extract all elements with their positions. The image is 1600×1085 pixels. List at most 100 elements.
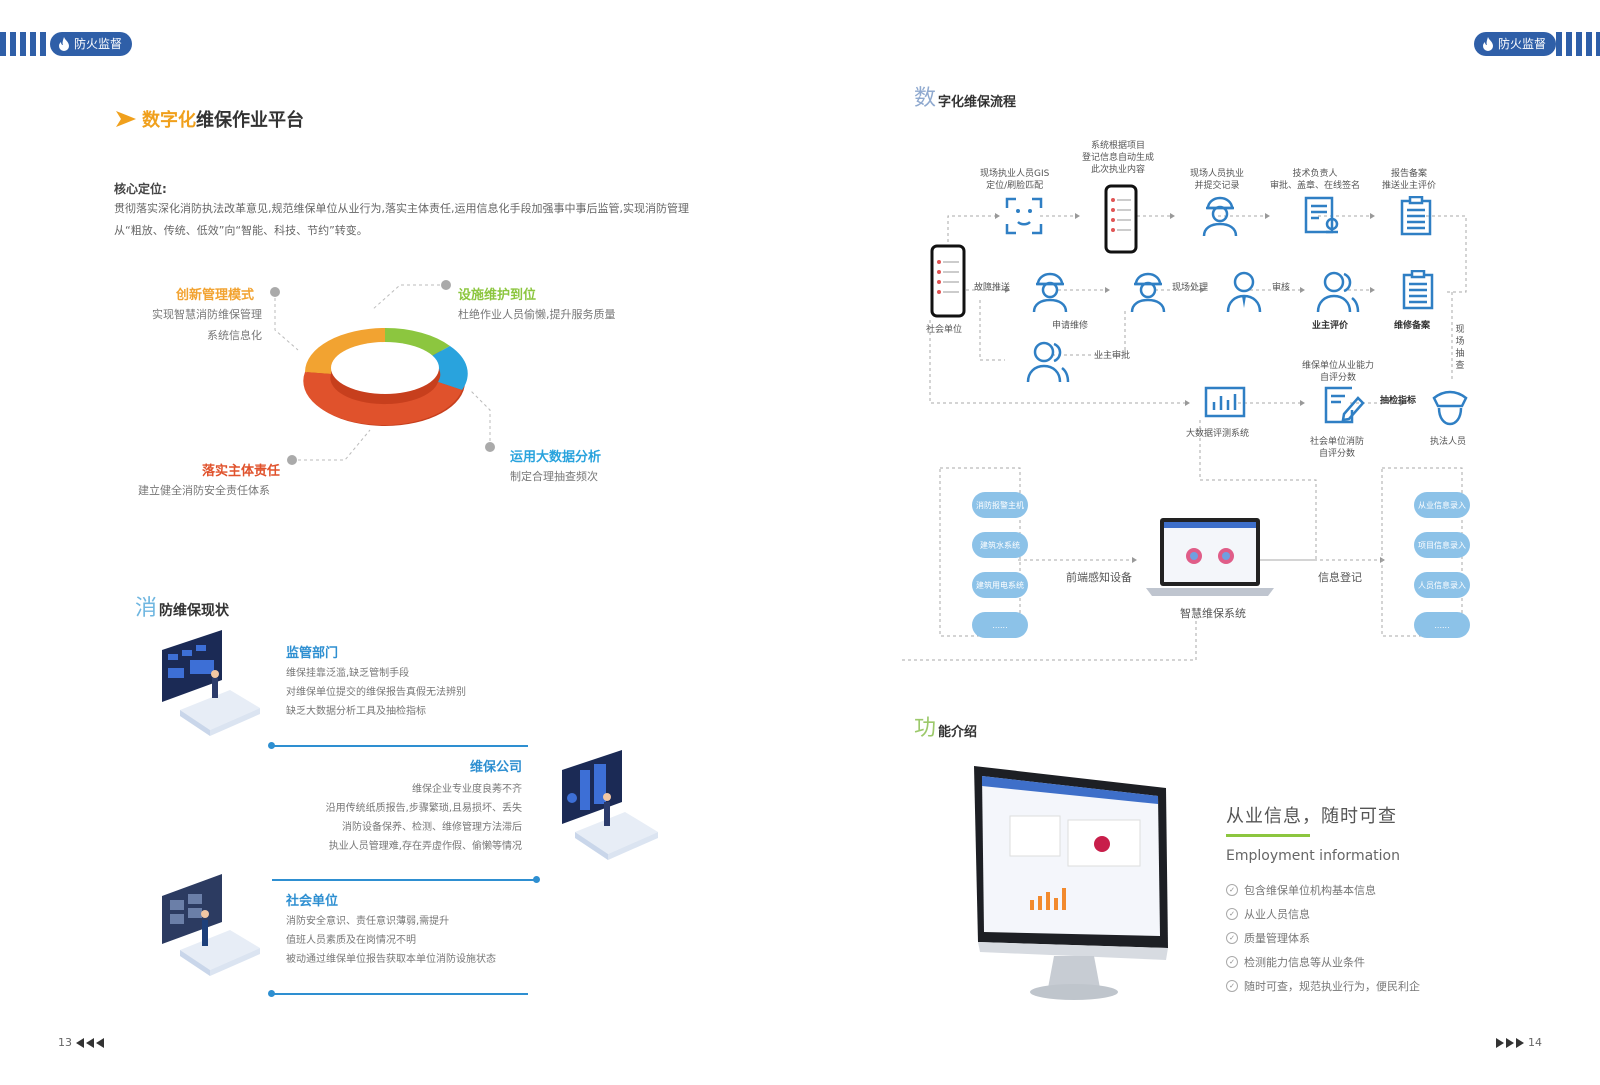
status-section-title: 消 防维保现状 bbox=[135, 590, 229, 622]
feature-item-3-text: 质量管理体系 bbox=[1244, 932, 1310, 945]
ring-desc-tr: 杜绝作业人员偷懒,提升服务质量 bbox=[458, 308, 616, 321]
reviewer-icon bbox=[1226, 271, 1262, 313]
flow-label-apply: 申请维修 bbox=[1052, 321, 1089, 331]
ring-label-tl: 创新管理模式 bbox=[176, 288, 255, 303]
header-stripes-right bbox=[1556, 32, 1600, 56]
pill-left-1: 消防报警主机 bbox=[972, 492, 1028, 518]
flow-sysgen-line2: 登记信息自动生成 bbox=[1082, 153, 1155, 163]
flow-techhead-line1: 技术负责人 bbox=[1292, 169, 1338, 179]
pill-right-4: ...... bbox=[1414, 612, 1470, 638]
document-approve-icon bbox=[1304, 196, 1339, 234]
flow-label-info-reg: 信息登记 bbox=[1318, 571, 1362, 584]
flow-label-front-sense: 前端感知设备 bbox=[1066, 571, 1132, 584]
flow-selfeval1-line2: 自评分数 bbox=[1320, 373, 1357, 383]
ring-label-tr: 设施维护到位 bbox=[458, 288, 537, 303]
clipboard-icon bbox=[1400, 196, 1432, 236]
feature-subtitle: Employment information bbox=[1226, 848, 1400, 864]
status-2-line-2: 沿用传统纸质报告,步骤繁琐,且易损坏、丢失 bbox=[325, 803, 522, 814]
feature-item-5-text: 随时可查，规范执业行为，便民利企 bbox=[1244, 980, 1420, 993]
flow-label-approve: 业主审批 bbox=[1094, 351, 1131, 361]
status-3-line-1: 消防安全意识、责任意识薄弱,需提升 bbox=[286, 916, 450, 927]
ring-label-bl: 落实主体责任 bbox=[202, 464, 281, 479]
flow-sysgen-line1: 系统根据项目 bbox=[1091, 141, 1146, 151]
flow-title-text: 字化维保流程 bbox=[938, 95, 1017, 110]
ring-desc-tl-2: 系统信息化 bbox=[207, 329, 262, 342]
flow-label-gis: 现场执业人员GIS 定位/刷脸匹配 bbox=[980, 168, 1049, 192]
ring-leader-lines bbox=[270, 280, 495, 465]
feature-item-5: ✓ 随时可查，规范执业行为，便民利企 bbox=[1226, 974, 1420, 998]
status-title-big: 消 bbox=[135, 596, 158, 621]
feature-item-1-text: 包含维保单位机构基本信息 bbox=[1244, 884, 1376, 897]
flow-label-report: 报告备案 推送业主评价 bbox=[1382, 168, 1436, 192]
flame-icon bbox=[1483, 37, 1493, 51]
owner-icon bbox=[1316, 271, 1360, 313]
flow-label-check-index: 抽检指标 bbox=[1380, 396, 1417, 406]
check-circle-icon: ✓ bbox=[1226, 884, 1238, 896]
status-3-line-3: 被动通过维保单位报告获取本单位消防设施状态 bbox=[286, 954, 496, 965]
flow-report-line2: 推送业主评价 bbox=[1382, 181, 1437, 191]
flow-label-smart-sys: 智慧维保系统 bbox=[1180, 607, 1246, 620]
feature-title: 从业信息，随时可查 bbox=[1226, 806, 1397, 827]
status-lines-3: 消防安全意识、责任意识薄弱,需提升 值班人员素质及在岗情况不明 被动通过维保单位… bbox=[286, 912, 496, 969]
ring-desc-tl-1: 实现智慧消防维保管理 bbox=[152, 308, 262, 321]
phone-icon-2 bbox=[930, 244, 966, 318]
phone-icon bbox=[1104, 184, 1138, 254]
flow-label-bigdata: 大数据评测系统 bbox=[1186, 429, 1250, 439]
func-title-text: 能介绍 bbox=[938, 725, 978, 740]
flow-title-big: 数 bbox=[914, 86, 937, 111]
monitor-illustration-2 bbox=[562, 750, 658, 860]
police-icon bbox=[1432, 390, 1468, 426]
flow-techhead-line2: 审批、盖章、在线签名 bbox=[1270, 181, 1361, 191]
worker-icon bbox=[1202, 196, 1238, 237]
core-text: 贯彻落实深化消防执法改革意见,规范维保单位从业行为,落实主体责任,运用信息化手段… bbox=[114, 202, 689, 237]
feature-item-2: ✓从业人员信息 bbox=[1226, 902, 1420, 926]
flow-gis-line2: 定位/刷脸匹配 bbox=[986, 181, 1044, 191]
flow-label-sysgen: 系统根据项目 登记信息自动生成 此次执业内容 bbox=[1082, 140, 1154, 176]
timeline-line-1 bbox=[272, 745, 528, 747]
monitor-illustration-3 bbox=[162, 874, 260, 976]
check-circle-icon: ✓ bbox=[1226, 908, 1238, 920]
flow-selfeval2-line1: 社会单位消防 bbox=[1310, 437, 1365, 447]
status-title-2: 维保公司 bbox=[469, 760, 522, 775]
laptop-illustration bbox=[1146, 518, 1274, 596]
title-rest: 维保作业平台 bbox=[196, 110, 304, 131]
flow-label-spot: 现场抽查 bbox=[1455, 325, 1465, 371]
header-badge-right-text: 防火监督 bbox=[1498, 37, 1547, 51]
feature-item-4: ✓检测能力信息等从业条件 bbox=[1226, 950, 1420, 974]
pill-right-1: 从业信息录入 bbox=[1414, 492, 1470, 518]
ring-desc-tl: 实现智慧消防维保管理 系统信息化 bbox=[140, 304, 262, 346]
status-title-text: 防维保现状 bbox=[159, 603, 230, 619]
header-badge-left-text: 防火监督 bbox=[74, 37, 123, 51]
bar-chart-icon bbox=[1204, 386, 1246, 418]
feature-item-3: ✓质量管理体系 bbox=[1226, 926, 1420, 950]
pill-left-4: ...... bbox=[972, 612, 1028, 638]
feature-list: ✓包含维保单位机构基本信息 ✓从业人员信息 ✓质量管理体系 ✓检测能力信息等从业… bbox=[1226, 878, 1420, 998]
flow-onsite-line2: 并提交记录 bbox=[1194, 181, 1240, 191]
flow-section-title: 数 字化维保流程 bbox=[914, 80, 1016, 112]
desktop-monitor-illustration bbox=[974, 766, 1168, 1000]
flow-label-repair-file: 维修备案 bbox=[1394, 321, 1431, 331]
flow-label-review: 审核 bbox=[1272, 283, 1291, 293]
ring-seg-blue bbox=[428, 346, 468, 390]
core-label: 核心定位: bbox=[114, 182, 167, 196]
ring-desc-br: 制定合理抽查频次 bbox=[510, 470, 598, 483]
triple-right-arrow-icon bbox=[1496, 1037, 1524, 1048]
header-stripes-left bbox=[0, 32, 46, 56]
timeline-line-3 bbox=[272, 993, 528, 995]
ring-seg-red bbox=[303, 372, 462, 426]
status-lines-2: 维保企业专业度良莠不齐 沿用传统纸质报告,步骤繁琐,且易损坏、丢失 消防设备保养… bbox=[290, 780, 522, 856]
timeline-dot-3 bbox=[268, 990, 275, 997]
status-title-3: 社会单位 bbox=[286, 894, 339, 909]
flow-label-self-eval1: 维保单位从业能力 自评分数 bbox=[1302, 360, 1374, 384]
title-highlight: 数字化 bbox=[142, 110, 196, 131]
owner-approve-icon bbox=[1026, 341, 1070, 383]
page-number-right-text: 14 bbox=[1528, 1036, 1542, 1049]
repair-record-icon bbox=[1402, 270, 1434, 310]
left-page-title: 数字化维保作业平台 bbox=[116, 106, 304, 132]
face-scan-icon bbox=[1005, 197, 1043, 235]
page-number-right: 14 bbox=[1494, 1036, 1542, 1049]
monitor-illustration-1 bbox=[162, 630, 260, 736]
flow-onsite-line1: 现场人员执业 bbox=[1190, 169, 1245, 179]
header-badge-right: 防火监督 bbox=[1474, 32, 1557, 56]
check-circle-icon: ✓ bbox=[1226, 980, 1238, 992]
